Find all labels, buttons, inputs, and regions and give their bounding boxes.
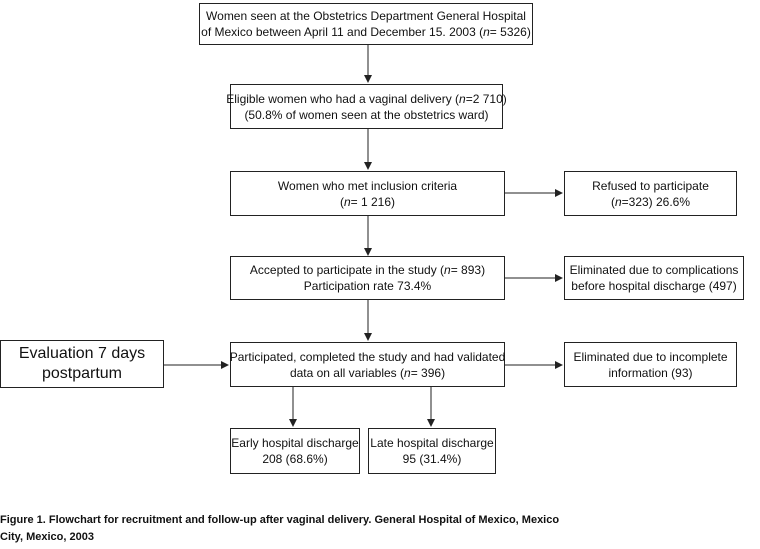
box-text-line: information (93) [608,365,693,380]
box-text-line: 95 (31.4%) [402,452,462,466]
box-text-line: of Mexico between April 11 and December … [201,25,531,39]
box-text-line: Eligible women who had a vaginal deliver… [226,91,507,106]
figure-caption: Figure 1. Flowchart for recruitment and … [0,512,760,546]
caption-line-1: Figure 1. Flowchart for recruitment and … [0,514,560,526]
box-text-line: Participated, completed the study and ha… [229,349,506,364]
box-text-line: (n=323) 26.6% [610,194,691,209]
box-text-line: Women who met inclusion criteria [277,178,458,193]
box-early-discharge: Early hospital discharge 208 (68.6%) [230,428,360,474]
box-accepted: Accepted to participate in the study (n=… [230,256,505,300]
box-text-line: Participation rate 73.4% [303,279,432,293]
box-eligible-women: Eligible women who had a vaginal deliver… [226,84,507,129]
caption-line-2: City, Mexico, 2003 [0,531,94,543]
box-eliminated-complications: Eliminated due to complications before ho… [564,256,744,300]
box-text-line: Evaluation 7 days [18,345,146,362]
box-women-seen: Women seen at the Obstetrics Department … [199,3,533,45]
box-text-line: Early hospital discharge [231,436,359,450]
box-text-line: Refused to participate [592,178,709,193]
box-inclusion-criteria: Women who met inclusion criteria(n= 1 21… [230,171,505,216]
box-text-line: (n= 1 216) [339,194,396,209]
box-participated: Participated, completed the study and ha… [230,342,505,387]
box-refused: Refused to participate(n=323) 26.6% [564,171,737,216]
box-late-discharge: Late hospital discharge 95 (31.4%) [368,428,496,474]
box-text-line: data on all variables (n= 396) [289,365,446,380]
box-text-line: (50.8% of women seen at the obstetrics w… [244,107,489,122]
box-text-line: 208 (68.6%) [262,452,328,466]
box-text-line: Eliminated due to complications [569,263,739,277]
box-text-line: Eliminated due to incomplete [573,349,728,364]
box-text-line: Women seen at the Obstetrics Department … [206,9,526,23]
box-text-line: Late hospital discharge [370,436,494,450]
box-text-line: postpartum [41,365,123,382]
box-text-line: Accepted to participate in the study (n=… [249,263,486,277]
box-text-line: before hospital discharge (497) [571,279,737,293]
box-evaluation-7-days: Evaluation 7 days postpartum [0,340,164,388]
